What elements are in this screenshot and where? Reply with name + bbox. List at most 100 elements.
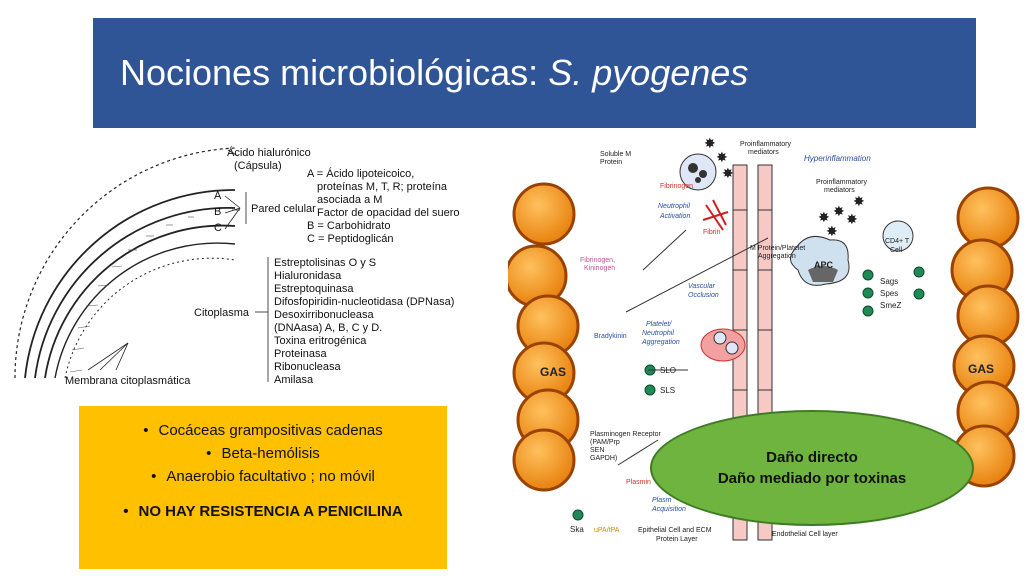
layer-b-arc — [34, 207, 236, 379]
damage-line-1: Daño directo — [766, 449, 858, 466]
cytoplasm-item: Toxina eritrogénica — [274, 335, 367, 347]
svg-text:✸: ✸ — [716, 149, 728, 165]
feature-item: Anaerobio facultativo ; no móvil — [79, 465, 447, 488]
damage-callout: Daño directo Daño mediado por toxinas — [650, 410, 974, 526]
endothelial-label: Endothelial Cell layer — [772, 531, 838, 538]
title-main: Nociones microbiológicas: — [120, 52, 549, 93]
wall-label: Pared celular — [251, 203, 316, 215]
mediator-stars: ✸✸✸ ✸✸✸ ✸✸ — [704, 135, 865, 239]
superantigen-dots — [862, 266, 925, 317]
plg-receptor-2: (PAM/Prp — [590, 439, 620, 446]
slide-title: Nociones microbiológicas: S. pyogenes — [120, 52, 748, 94]
proinflam-b-2: mediators — [824, 187, 855, 194]
cytoplasm-item: Desoxirribonucleasa — [274, 309, 375, 321]
gas-label-right: GAS — [968, 362, 994, 376]
m-platelet-2: Aggregation — [758, 253, 796, 260]
plg-receptor-3: SEN — [590, 447, 604, 454]
wall-hatching — [69, 216, 194, 373]
features-box: Cocáceas grampositivas cadenas Beta-hemó… — [79, 406, 447, 569]
layer-a-letter: A — [214, 190, 222, 202]
def-a-3: asociada a M — [317, 194, 382, 206]
apc-cell — [790, 235, 850, 286]
damage-line-2: Daño mediado por toxinas — [717, 470, 907, 487]
proinflam-1: Proinflammatory — [740, 141, 791, 148]
spes-label: Spes — [880, 289, 898, 298]
penicillin-highlight: NO HAY RESISTENCIA A PENICILINA — [79, 500, 447, 523]
pathogenesis-figure: GAS GAS ✸✸✸ ✸✸✸ ✸✸ — [508, 135, 1020, 543]
pathway-arrows — [617, 229, 769, 466]
list-spacer — [79, 488, 447, 500]
def-b: B = Carbohidrato — [307, 220, 390, 232]
plg-receptor-4: GAPDH) — [590, 455, 617, 462]
bradykinin-label: Bradykinin — [594, 333, 627, 340]
fibrin-mesh — [702, 199, 729, 231]
title-species: S. pyogenes — [548, 52, 749, 93]
layer-a-arc — [24, 189, 236, 379]
right-bacteria-chain — [950, 186, 1020, 488]
membrane-label: Membrana citoplasmática — [65, 375, 191, 387]
title-bar — [93, 18, 976, 128]
svg-text:✸: ✸ — [704, 135, 716, 151]
cytoplasm-item: Difosfopiridin-nucleotidasa (DPNasa) — [274, 296, 454, 308]
vascular-1: Vascular — [688, 283, 716, 290]
plasmin-acq-1: Plasm — [652, 497, 672, 504]
def-a-2: proteínas M, T, R; proteína — [317, 181, 448, 193]
sags-label: Sags — [880, 277, 898, 286]
cytoplasm-item: (DNAasa) A, B, C y D. — [274, 322, 382, 334]
cytoplasm-item: Estreptolisinas O y S — [274, 257, 376, 269]
plasmin-acq-2: Acquisition — [651, 506, 686, 513]
features-list: Cocáceas grampositivas cadenas Beta-hemó… — [79, 406, 447, 523]
epithelial-1: Epithelial Cell and ECM — [638, 527, 712, 534]
plg-receptor-1: Plasminogen Receptor — [590, 431, 661, 438]
epithelial-2: Protein Layer — [656, 536, 698, 543]
hyperinflammation-label: Hyperinflammation — [804, 154, 871, 163]
layer-b-letter: B — [214, 206, 221, 218]
neutrophil-cluster-top — [679, 153, 717, 191]
left-bacteria-chain — [508, 182, 580, 492]
neutrophil-cluster-vessel — [700, 328, 746, 362]
cytoplasm-item: Ribonucleasa — [274, 361, 342, 373]
proinflam-b-1: Proinflammatory — [816, 179, 867, 186]
platelet-2: Neutrophil — [642, 330, 674, 337]
feature-item: Beta-hemólisis — [79, 442, 447, 465]
upa-label: uPA/tPA — [594, 527, 620, 534]
svg-text:✸: ✸ — [833, 203, 845, 219]
proinflam-2: mediators — [748, 149, 779, 156]
cytoplasm-item: Estreptoquinasa — [274, 283, 354, 295]
pointer-lines — [87, 149, 269, 382]
layer-c-letter: C — [214, 222, 222, 234]
sls-label: SLS — [660, 386, 675, 395]
cd4-label-2: Cell — [890, 247, 903, 254]
cytoplasm-label: Citoplasma — [194, 307, 250, 319]
cell-wall-diagram: Ácido hialurónico (Cápsula) A B C Pared … — [14, 146, 459, 387]
cytoplasm-item: Amilasa — [274, 374, 314, 386]
m-platelet-1: M Protein/Platelet — [750, 245, 805, 252]
layer-c-arc — [44, 224, 236, 379]
plasmin-label: Plasmin — [626, 479, 651, 486]
fibrinogen-kininogen-2: Kininogen — [584, 265, 615, 272]
platelet-3: Aggregation — [641, 339, 680, 346]
fibrinogen-label: Fibrinogen — [660, 183, 693, 190]
svg-text:✸: ✸ — [853, 193, 865, 209]
capsule-label-2: (Cápsula) — [234, 160, 282, 172]
smez-label: SmeZ — [880, 301, 901, 310]
cytoplasm-item: Proteinasa — [274, 348, 327, 360]
svg-text:✸: ✸ — [846, 211, 858, 227]
vascular-2: Occlusion — [688, 292, 719, 299]
neutrophil-act-2: Activation — [659, 213, 690, 220]
cd4-label-1: CD4+ T — [885, 238, 910, 245]
svg-text:✸: ✸ — [722, 165, 734, 181]
slo-label: SLO — [660, 366, 676, 375]
cytoplasm-arc — [64, 257, 236, 379]
platelet-1: Platelet/ — [646, 321, 672, 328]
fibrin-label: Fibrin — [703, 229, 721, 236]
ska-label: Ska — [570, 525, 584, 534]
fibrinogen-kininogen-1: Fibrinogen, — [580, 257, 615, 264]
capsule-arc — [14, 147, 236, 379]
def-a-1: A = Ácido lipoteicoico, — [307, 167, 414, 180]
membrane-arc — [54, 242, 236, 379]
apc-label: APC — [814, 260, 834, 270]
def-c: C = Peptidoglicán — [307, 233, 394, 245]
gas-label-left: GAS — [540, 365, 566, 379]
cytoplasm-item: Hialuronidasa — [274, 270, 342, 282]
